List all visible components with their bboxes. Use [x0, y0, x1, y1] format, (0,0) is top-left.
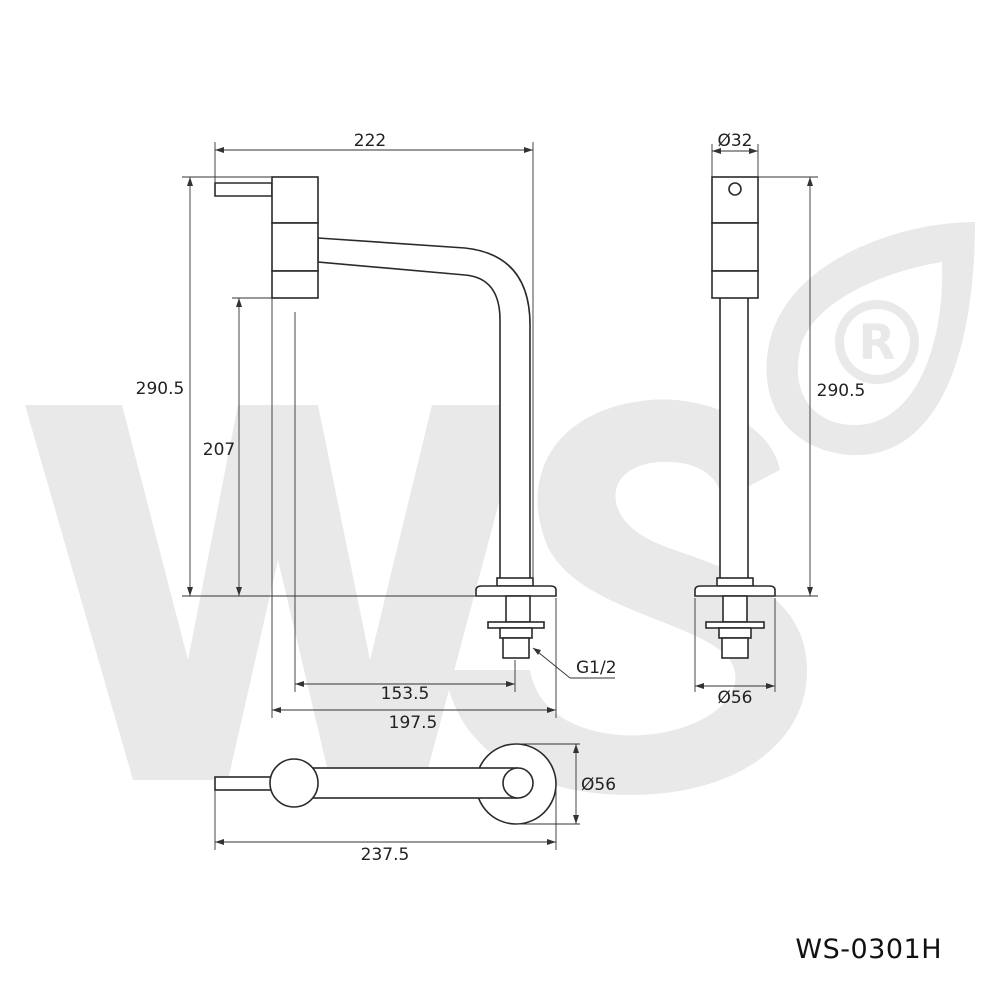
front-dimensions: 222 290.5 207 153.5 197.5 G1/2 — [136, 131, 617, 733]
dim-spout-reach: 153.5 — [381, 684, 430, 704]
front-body-bottom — [271, 270, 319, 299]
front-handle-lever — [214, 182, 273, 197]
dim-overall-reach: 197.5 — [389, 713, 438, 733]
front-shank — [505, 595, 531, 623]
side-base-flange — [694, 585, 776, 597]
watermark-s-shape — [445, 399, 808, 795]
top-spout-outlet — [502, 767, 534, 799]
front-body-middle — [271, 222, 319, 272]
dim-top-base-diameter: Ø56 — [581, 775, 616, 795]
top-body-circle — [269, 758, 319, 808]
side-dimensions: Ø32 290.5 Ø56 — [694, 131, 866, 708]
front-view — [214, 176, 557, 659]
registered-mark-glyph: R — [859, 315, 896, 371]
dim-side-diameter-top: Ø32 — [717, 131, 752, 151]
side-shank-lower — [718, 627, 752, 639]
registered-mark: R — [835, 300, 919, 384]
top-handle-lever — [214, 776, 276, 791]
side-handle-hole — [728, 182, 742, 196]
side-base-collar — [716, 577, 754, 587]
dim-side-height: 290.5 — [817, 381, 866, 401]
side-view — [694, 176, 776, 659]
top-dimensions: Ø56 237.5 — [214, 743, 616, 865]
watermark-w-shape — [25, 405, 525, 780]
top-spout-arm — [294, 767, 518, 799]
side-tube — [719, 296, 749, 582]
side-thread — [721, 637, 749, 659]
dim-spout-height: 207 — [203, 440, 235, 460]
side-shank — [722, 595, 748, 623]
dim-thread: G1/2 — [576, 658, 617, 678]
dim-front-width: 222 — [354, 131, 386, 151]
front-shank-lower — [499, 627, 533, 639]
side-nut — [705, 621, 765, 629]
front-base-flange — [475, 585, 557, 597]
watermark-leaf-shape — [766, 222, 975, 456]
model-number: WS-0301H — [795, 934, 942, 965]
side-body-middle — [711, 222, 759, 272]
dim-side-base-diameter: Ø56 — [717, 688, 752, 708]
dim-front-height: 290.5 — [136, 379, 185, 399]
front-base-collar — [496, 577, 534, 587]
front-body-top — [271, 176, 319, 224]
dim-top-length: 237.5 — [361, 845, 410, 865]
side-body-bottom — [711, 270, 759, 299]
watermark: R — [25, 222, 975, 795]
front-thread — [502, 637, 530, 659]
front-nut — [487, 621, 545, 629]
top-view — [214, 743, 557, 825]
front-spout-tube — [317, 237, 531, 584]
